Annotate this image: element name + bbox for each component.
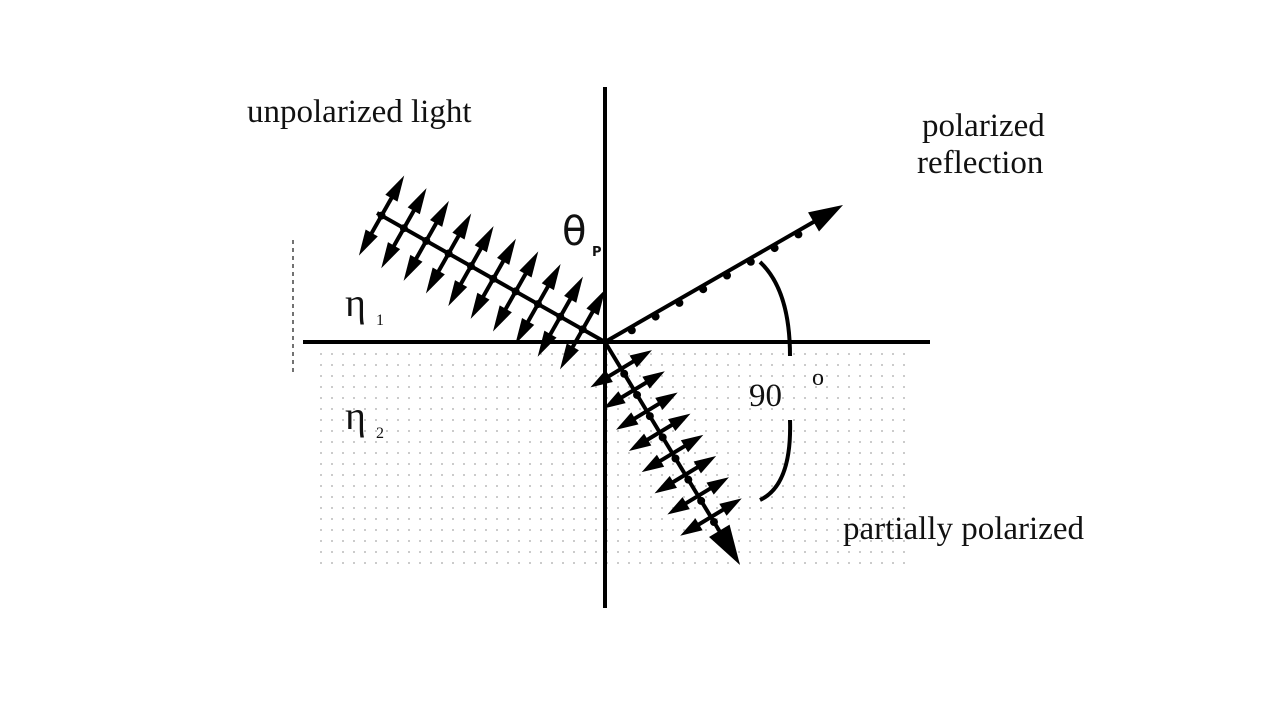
arrowhead-icon xyxy=(358,229,378,256)
label-eta-1: η xyxy=(345,280,366,325)
arrowhead-icon xyxy=(515,318,535,345)
arrowhead-icon xyxy=(448,280,468,307)
refracted-ray xyxy=(590,340,742,565)
arrowhead-icon xyxy=(719,498,742,516)
reflected-ray xyxy=(604,205,843,344)
label-reflection: reflection xyxy=(917,145,1044,181)
polarization-dot xyxy=(699,285,708,294)
arrowhead-icon xyxy=(430,200,449,227)
label-eta-1-sub: 1 xyxy=(376,312,384,329)
arrowhead-icon xyxy=(470,292,490,319)
label-degree: o xyxy=(812,365,824,391)
label-partially-polarized: partially polarized xyxy=(843,511,1084,547)
arrowhead-icon xyxy=(590,370,613,388)
label-eta-2: η xyxy=(345,393,366,438)
polarization-dot xyxy=(697,496,706,505)
polarization-dot xyxy=(794,230,803,239)
incident-ray xyxy=(358,175,606,370)
label-angle-90: 90 xyxy=(749,378,782,414)
arrowhead-icon xyxy=(706,477,729,495)
label-theta: θ xyxy=(562,209,587,255)
arrowhead-icon xyxy=(808,205,843,232)
arrowhead-icon xyxy=(407,188,427,215)
arrowhead-icon xyxy=(385,175,405,202)
polarization-dot xyxy=(578,325,587,334)
polarization-dot xyxy=(444,249,453,258)
arrowhead-icon xyxy=(642,371,665,389)
polarization-dot xyxy=(489,274,498,283)
arrowhead-icon xyxy=(519,251,539,278)
arrowhead-icon xyxy=(667,497,690,515)
medium-2-region xyxy=(318,350,910,570)
arrowhead-icon xyxy=(541,264,561,291)
arrowhead-icon xyxy=(616,412,639,430)
arrowhead-icon xyxy=(560,343,579,370)
polarization-dot xyxy=(620,369,629,378)
reflected-ray-line xyxy=(604,213,827,344)
label-unpolarized-light: unpolarized light xyxy=(247,94,472,130)
polarization-dot xyxy=(684,475,693,484)
polarization-dot xyxy=(627,326,636,335)
arrowhead-icon xyxy=(603,391,626,409)
angle-arc-upper xyxy=(758,260,792,357)
arrowhead-icon xyxy=(680,518,703,536)
arrowhead-icon xyxy=(564,276,583,303)
polarization-dot xyxy=(709,518,718,527)
arrowhead-icon xyxy=(586,289,606,316)
arrowhead-icon xyxy=(492,305,512,332)
polarization-dot xyxy=(533,300,542,309)
arrowhead-icon xyxy=(655,392,678,410)
label-polarized: polarized xyxy=(922,108,1045,144)
polarization-dot xyxy=(723,271,731,280)
polarization-dot xyxy=(645,412,654,421)
arrowhead-icon xyxy=(693,456,717,474)
polarization-dot xyxy=(399,224,408,233)
angle-arc-lower xyxy=(759,419,793,502)
arrowhead-icon xyxy=(680,434,704,453)
polarization-dot xyxy=(422,236,431,245)
arrowhead-icon xyxy=(629,350,652,368)
arrowhead-icon xyxy=(668,413,691,432)
arrowhead-icon xyxy=(403,254,423,281)
polarization-dot xyxy=(770,244,779,253)
polarization-dot xyxy=(746,257,755,266)
arrowhead-icon xyxy=(497,238,516,265)
polarization-dot xyxy=(466,262,475,271)
polarization-dot xyxy=(658,433,667,442)
polarization-dot xyxy=(511,287,520,296)
arrowhead-icon xyxy=(452,213,472,240)
arrowhead-icon xyxy=(474,226,494,253)
polarization-dot xyxy=(633,390,642,399)
arrowhead-icon xyxy=(641,454,665,473)
label-theta-sub: P xyxy=(592,245,602,260)
arrowhead-icon xyxy=(425,267,445,294)
arrowhead-icon xyxy=(628,433,652,451)
polarization-dot xyxy=(651,312,660,321)
arrowhead-icon xyxy=(654,475,677,494)
label-eta-2-sub: 2 xyxy=(376,425,384,442)
arrowhead-icon xyxy=(709,524,740,565)
polarization-dot xyxy=(675,298,684,307)
arrowhead-icon xyxy=(537,330,557,357)
arrowhead-icon xyxy=(381,242,401,269)
polarization-dot xyxy=(556,312,565,321)
polarization-dot xyxy=(377,211,386,220)
polarization-dot xyxy=(671,454,680,463)
